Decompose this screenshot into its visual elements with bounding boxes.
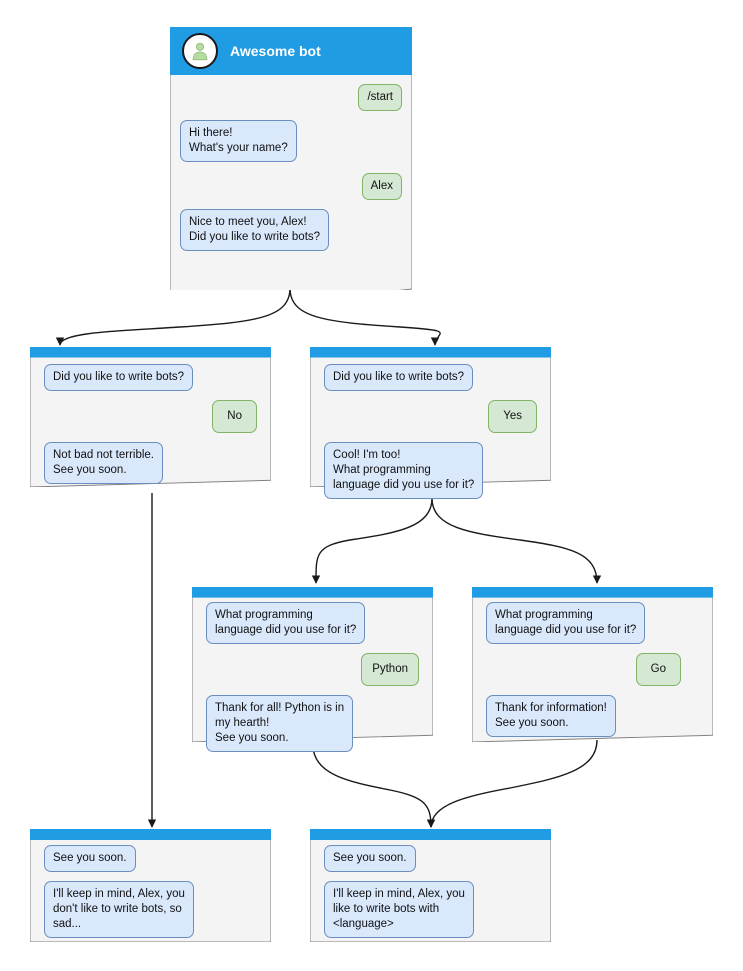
node-yes[interactable]: Did you like to write bots? Yes Cool! I'… [310, 347, 551, 499]
message-row: Go [486, 653, 703, 686]
bot-bubble: What programming language did you use fo… [486, 602, 646, 644]
node-yes-content: Did you like to write bots? Yes Cool! I'… [310, 347, 551, 499]
message-row: See you soon. [44, 845, 261, 872]
node-header-bar [310, 347, 551, 358]
end-happy-message-area: See you soon. I'll keep in mind, Alex, y… [310, 840, 551, 938]
node-header-bar [192, 587, 433, 598]
node-go[interactable]: What programming language did you use fo… [472, 587, 713, 742]
node-root-content: Awesome bot /start Hi there! What's your… [170, 27, 412, 290]
bot-bubble: Thank for all! Python is in my hearth! S… [206, 695, 354, 752]
edge-python-to-end-happy [312, 744, 436, 828]
bot-bubble: I'll keep in mind, Alex, you like to wri… [324, 881, 474, 938]
message-row: No [44, 400, 261, 433]
message-row: Did you like to write bots? [324, 364, 541, 391]
message-row: See you soon. [324, 845, 541, 872]
bot-bubble: Not bad not terrible. See you soon. [44, 442, 164, 484]
message-row: Did you like to write bots? [44, 364, 261, 391]
end-sad-message-area: See you soon. I'll keep in mind, Alex, y… [30, 840, 271, 938]
message-row: I'll keep in mind, Alex, you don't like … [44, 881, 261, 938]
no-message-area: Did you like to write bots? No Not bad n… [30, 358, 271, 484]
user-bubble: Yes [488, 400, 537, 433]
node-root[interactable]: Awesome bot /start Hi there! What's your… [170, 27, 412, 290]
user-bubble: Go [635, 653, 681, 686]
node-end-happy-content: See you soon. I'll keep in mind, Alex, y… [310, 829, 551, 942]
go-message-area: What programming language did you use fo… [472, 598, 713, 737]
message-row: Python [206, 653, 423, 686]
user-bubble: Python [361, 653, 419, 686]
bot-bubble: See you soon. [324, 845, 416, 872]
message-row: Alex [180, 173, 402, 200]
message-row: What programming language did you use fo… [206, 602, 423, 644]
bot-bubble: Cool! I'm too! What programming language… [324, 442, 484, 499]
yes-message-area: Did you like to write bots? Yes Cool! I'… [310, 358, 551, 499]
message-row: /start [180, 84, 402, 111]
node-end-happy[interactable]: See you soon. I'll keep in mind, Alex, y… [310, 829, 551, 942]
bot-bubble: I'll keep in mind, Alex, you don't like … [44, 881, 194, 938]
node-header-bar [30, 347, 271, 358]
edge-yes-to-python [311, 497, 433, 584]
node-end-sad[interactable]: See you soon. I'll keep in mind, Alex, y… [30, 829, 271, 942]
root-header-bar: Awesome bot [170, 27, 412, 74]
message-row: Thank for all! Python is in my hearth! S… [206, 695, 423, 752]
node-no-content: Did you like to write bots? No Not bad n… [30, 347, 271, 487]
edge-go-to-end-happy [426, 739, 598, 828]
message-row: Not bad not terrible. See you soon. [44, 442, 261, 484]
bot-bubble: Thank for information! See you soon. [486, 695, 616, 737]
bot-bubble: See you soon. [44, 845, 136, 872]
node-header-bar [310, 829, 551, 840]
python-message-area: What programming language did you use fo… [192, 598, 433, 752]
bot-bubble: Did you like to write bots? [44, 364, 194, 391]
node-python-content: What programming language did you use fo… [192, 587, 433, 752]
person-avatar-icon [182, 32, 218, 69]
bot-bubble: What programming language did you use fo… [206, 602, 366, 644]
message-row: Thank for information! See you soon. [486, 695, 703, 737]
node-no[interactable]: Did you like to write bots? No Not bad n… [30, 347, 271, 487]
user-bubble: /start [358, 84, 402, 111]
node-header-bar [472, 587, 713, 598]
user-bubble: No [212, 400, 257, 433]
node-end-sad-content: See you soon. I'll keep in mind, Alex, y… [30, 829, 271, 942]
edge-root-to-no [55, 287, 291, 346]
bot-bubble: Did you like to write bots? [324, 364, 474, 391]
message-row: What programming language did you use fo… [486, 602, 703, 644]
message-row: Hi there! What's your name? [180, 120, 402, 162]
bot-title: Awesome bot [230, 42, 321, 59]
root-message-area: /start Hi there! What's your name? Alex … [170, 74, 412, 251]
user-bubble: Alex [361, 173, 402, 200]
node-python[interactable]: What programming language did you use fo… [192, 587, 433, 752]
bot-bubble: Nice to meet you, Alex! Did you like to … [180, 209, 330, 251]
bot-bubble: Hi there! What's your name? [180, 120, 297, 162]
node-go-content: What programming language did you use fo… [472, 587, 713, 742]
message-row: Nice to meet you, Alex! Did you like to … [180, 209, 402, 251]
node-header-bar [30, 829, 271, 840]
message-row: Yes [324, 400, 541, 433]
message-row: I'll keep in mind, Alex, you like to wri… [324, 881, 541, 938]
edge-root-to-yes [289, 287, 441, 346]
edge-yes-to-go [431, 497, 602, 584]
message-row: Cool! I'm too! What programming language… [324, 442, 541, 499]
